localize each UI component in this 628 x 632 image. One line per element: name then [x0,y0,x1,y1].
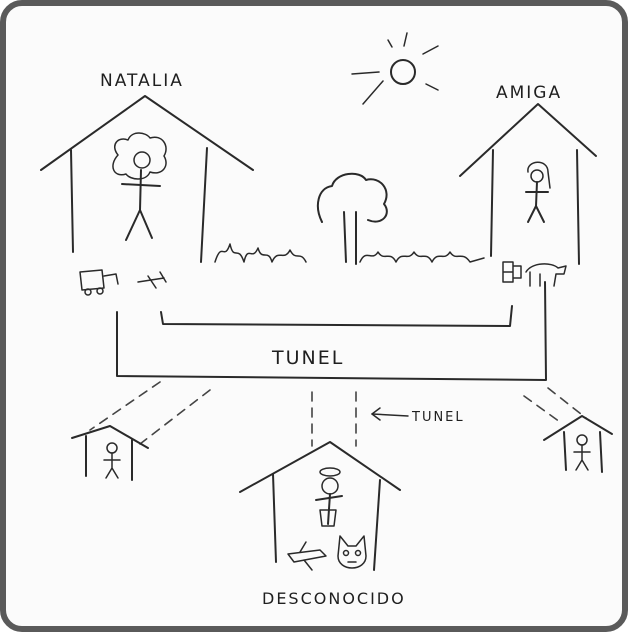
right-small-house [543,415,613,473]
amiga-figure [525,161,551,223]
label-amiga: AMIGA [496,83,562,103]
dashed-tunnel-center [311,391,357,447]
label-tunel-arrow: TUNEL [411,410,465,425]
dashed-tunnel-right [523,387,587,423]
tunnel-outer-bracket [116,281,547,381]
tree [316,172,388,265]
sun-icon [351,32,439,105]
label-natalia: NATALIA [100,71,184,91]
desconocido-house [239,441,401,571]
left-small-house [71,425,149,481]
amiga-house [459,103,597,265]
natalia-figure [112,132,167,241]
plane-icon [287,541,327,571]
grass [214,243,485,263]
cat-icon [337,535,367,569]
toy-icons-natalia [79,269,167,296]
tunnel-inner-bracket [160,305,513,327]
label-desconocido: DESCONOCIDO [262,589,406,608]
label-tunel-main: TUNEL [271,347,344,369]
natalia-house [40,95,254,263]
desconocido-figure [315,467,343,527]
dashed-tunnel-left [89,381,211,445]
toy-icons-amiga [502,261,567,287]
tunnel-arrow-icon [371,407,409,421]
